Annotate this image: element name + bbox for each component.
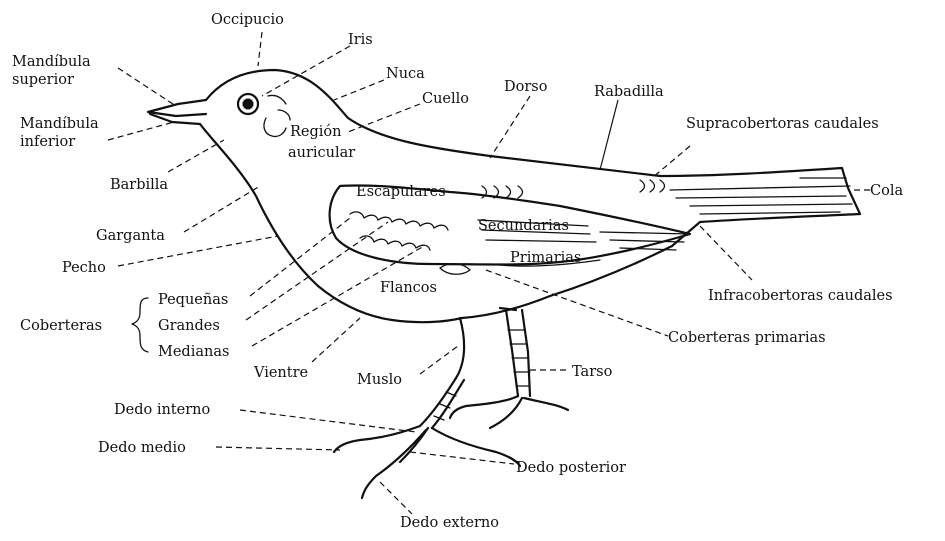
label-primarias: Primarias (510, 250, 581, 266)
label-region-auricular-1: Región (290, 124, 342, 140)
label-coberteras-primarias: Coberteras primarias (668, 330, 826, 346)
leader-occipucio (258, 32, 262, 66)
leader-lines (108, 32, 870, 514)
label-muslo: Muslo (357, 372, 402, 388)
label-garganta: Garganta (96, 228, 165, 244)
leader-dedo-interno (240, 410, 416, 432)
label-nuca: Nuca (386, 66, 425, 82)
label-vientre: Vientre (253, 365, 308, 381)
label-barbilla: Barbilla (110, 177, 168, 193)
leader-coberteras-primarias (486, 270, 668, 336)
label-mandibula-superior-1: Mandíbula (12, 54, 91, 70)
leader-infracobertoras (700, 226, 752, 280)
leader-supracobertoras (652, 146, 690, 178)
label-cola: Cola (870, 183, 903, 199)
leader-rabadilla (600, 100, 618, 170)
tail-feather-lines (670, 178, 852, 214)
leader-nuca (334, 80, 384, 100)
leader-muslo (420, 346, 458, 374)
label-medianas: Medianas (158, 344, 229, 360)
leader-medianas (252, 246, 424, 346)
leader-mandibula-inferior (108, 122, 174, 140)
label-region-auricular-2: auricular (288, 145, 355, 161)
label-escapulares: Escapulares (356, 184, 446, 200)
leader-dorso (490, 96, 530, 158)
label-occipucio: Occipucio (211, 12, 284, 28)
leader-dedo-externo (380, 482, 412, 514)
leader-barbilla (168, 140, 224, 172)
label-tarso: Tarso (572, 364, 612, 380)
pupil (243, 99, 254, 110)
label-infracobertoras: Infracobertoras caudales (708, 288, 893, 304)
label-dedo-medio: Dedo medio (98, 440, 186, 456)
label-flancos: Flancos (380, 280, 437, 296)
label-mandibula-inferior-2: inferior (20, 134, 75, 150)
far-foot (450, 396, 568, 428)
upper-mandible (148, 100, 206, 116)
greater-covert-scallops (360, 236, 430, 250)
label-mandibula-superior-2: superior (12, 72, 74, 88)
label-secundarias: Secundarias (478, 218, 569, 234)
leader-pequenas (250, 218, 350, 296)
bird-drawing (148, 70, 860, 498)
leader-vientre (312, 318, 360, 362)
back-outline (206, 70, 660, 176)
label-supracobertoras: Supracobertoras caudales (686, 116, 879, 132)
leader-grandes (246, 222, 388, 320)
supra-marks (640, 180, 665, 192)
label-cuello: Cuello (422, 91, 469, 107)
label-rabadilla: Rabadilla (594, 84, 664, 100)
label-coberteras: Coberteras (20, 318, 102, 334)
auricular-region (264, 118, 286, 137)
cheek-ruffle (268, 95, 290, 120)
label-pequenas: Pequeñas (158, 292, 228, 308)
label-dedo-externo: Dedo externo (400, 515, 499, 531)
leader-cuello (348, 104, 420, 132)
coberteras-brace (132, 298, 148, 352)
label-dorso: Dorso (504, 79, 547, 95)
label-iris: Iris (348, 32, 373, 48)
label-pecho: Pecho (62, 260, 106, 276)
label-dedo-interno: Dedo interno (114, 402, 210, 418)
labels: Occipucio Iris Nuca Cuello Dorso Rabadil… (12, 12, 903, 531)
leader-dedo-medio (216, 447, 340, 450)
tarsus (506, 310, 530, 396)
label-grandes: Grandes (158, 318, 220, 334)
near-leg (420, 378, 464, 428)
label-mandibula-inferior-1: Mandíbula (20, 116, 99, 132)
label-dedo-posterior: Dedo posterior (516, 460, 626, 476)
leader-mandibula-superior (118, 68, 176, 106)
covert-scallops (350, 212, 448, 230)
leader-garganta (184, 186, 260, 232)
